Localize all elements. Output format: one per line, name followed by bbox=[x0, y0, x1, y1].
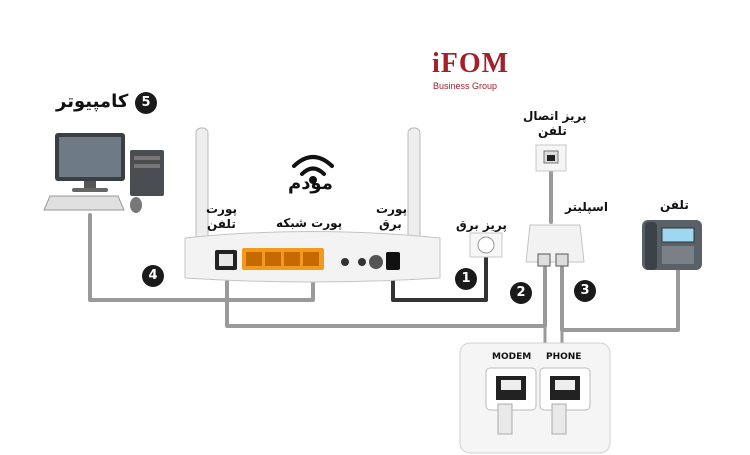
splitter-icon bbox=[525, 224, 585, 267]
computer-icon bbox=[43, 133, 164, 213]
power-port-label-line2: برق bbox=[379, 217, 402, 231]
power-outlet-label: پریز برق bbox=[456, 218, 507, 232]
power-outlet-icon bbox=[469, 232, 503, 258]
splitter-phone-port-label: PHONE bbox=[546, 352, 582, 362]
wall-jack-icon bbox=[535, 144, 567, 172]
power-cable bbox=[391, 254, 488, 302]
wall-jack-label-line1: پریز اتصال bbox=[523, 109, 587, 123]
brand-logo: iFOM bbox=[432, 48, 510, 79]
network-port-label: پورت شبکه bbox=[276, 216, 343, 230]
computer-label: کامپیوتر bbox=[56, 91, 129, 112]
phone-port-label-line2: تلفن bbox=[207, 217, 236, 231]
modem-label: مودم bbox=[288, 173, 333, 194]
modem-line-cable bbox=[225, 260, 547, 328]
phone-line-cable bbox=[560, 266, 680, 332]
power-port-label-line1: پورت bbox=[376, 202, 407, 216]
wall-jack-label-line2: تلفن bbox=[538, 124, 567, 138]
splitter-zoom-inset bbox=[459, 342, 611, 454]
step-badge-5: 5 bbox=[135, 92, 157, 114]
step-badge-4: 4 bbox=[142, 265, 164, 287]
step-badge-3: 3 bbox=[574, 280, 596, 302]
brand-tagline: Business Group bbox=[433, 81, 498, 91]
phone-port-label-line1: پورت bbox=[206, 202, 237, 216]
modem-router bbox=[184, 127, 441, 283]
step-badge-1: 1 bbox=[455, 268, 477, 290]
telephone-icon bbox=[642, 220, 702, 270]
splitter-label: اسپلیتر bbox=[565, 200, 608, 214]
splitter-modem-port-label: MODEM bbox=[492, 352, 532, 362]
telephone-label: تلفن bbox=[660, 198, 689, 212]
step-badge-2: 2 bbox=[510, 282, 532, 304]
wifi-icon bbox=[292, 155, 334, 184]
